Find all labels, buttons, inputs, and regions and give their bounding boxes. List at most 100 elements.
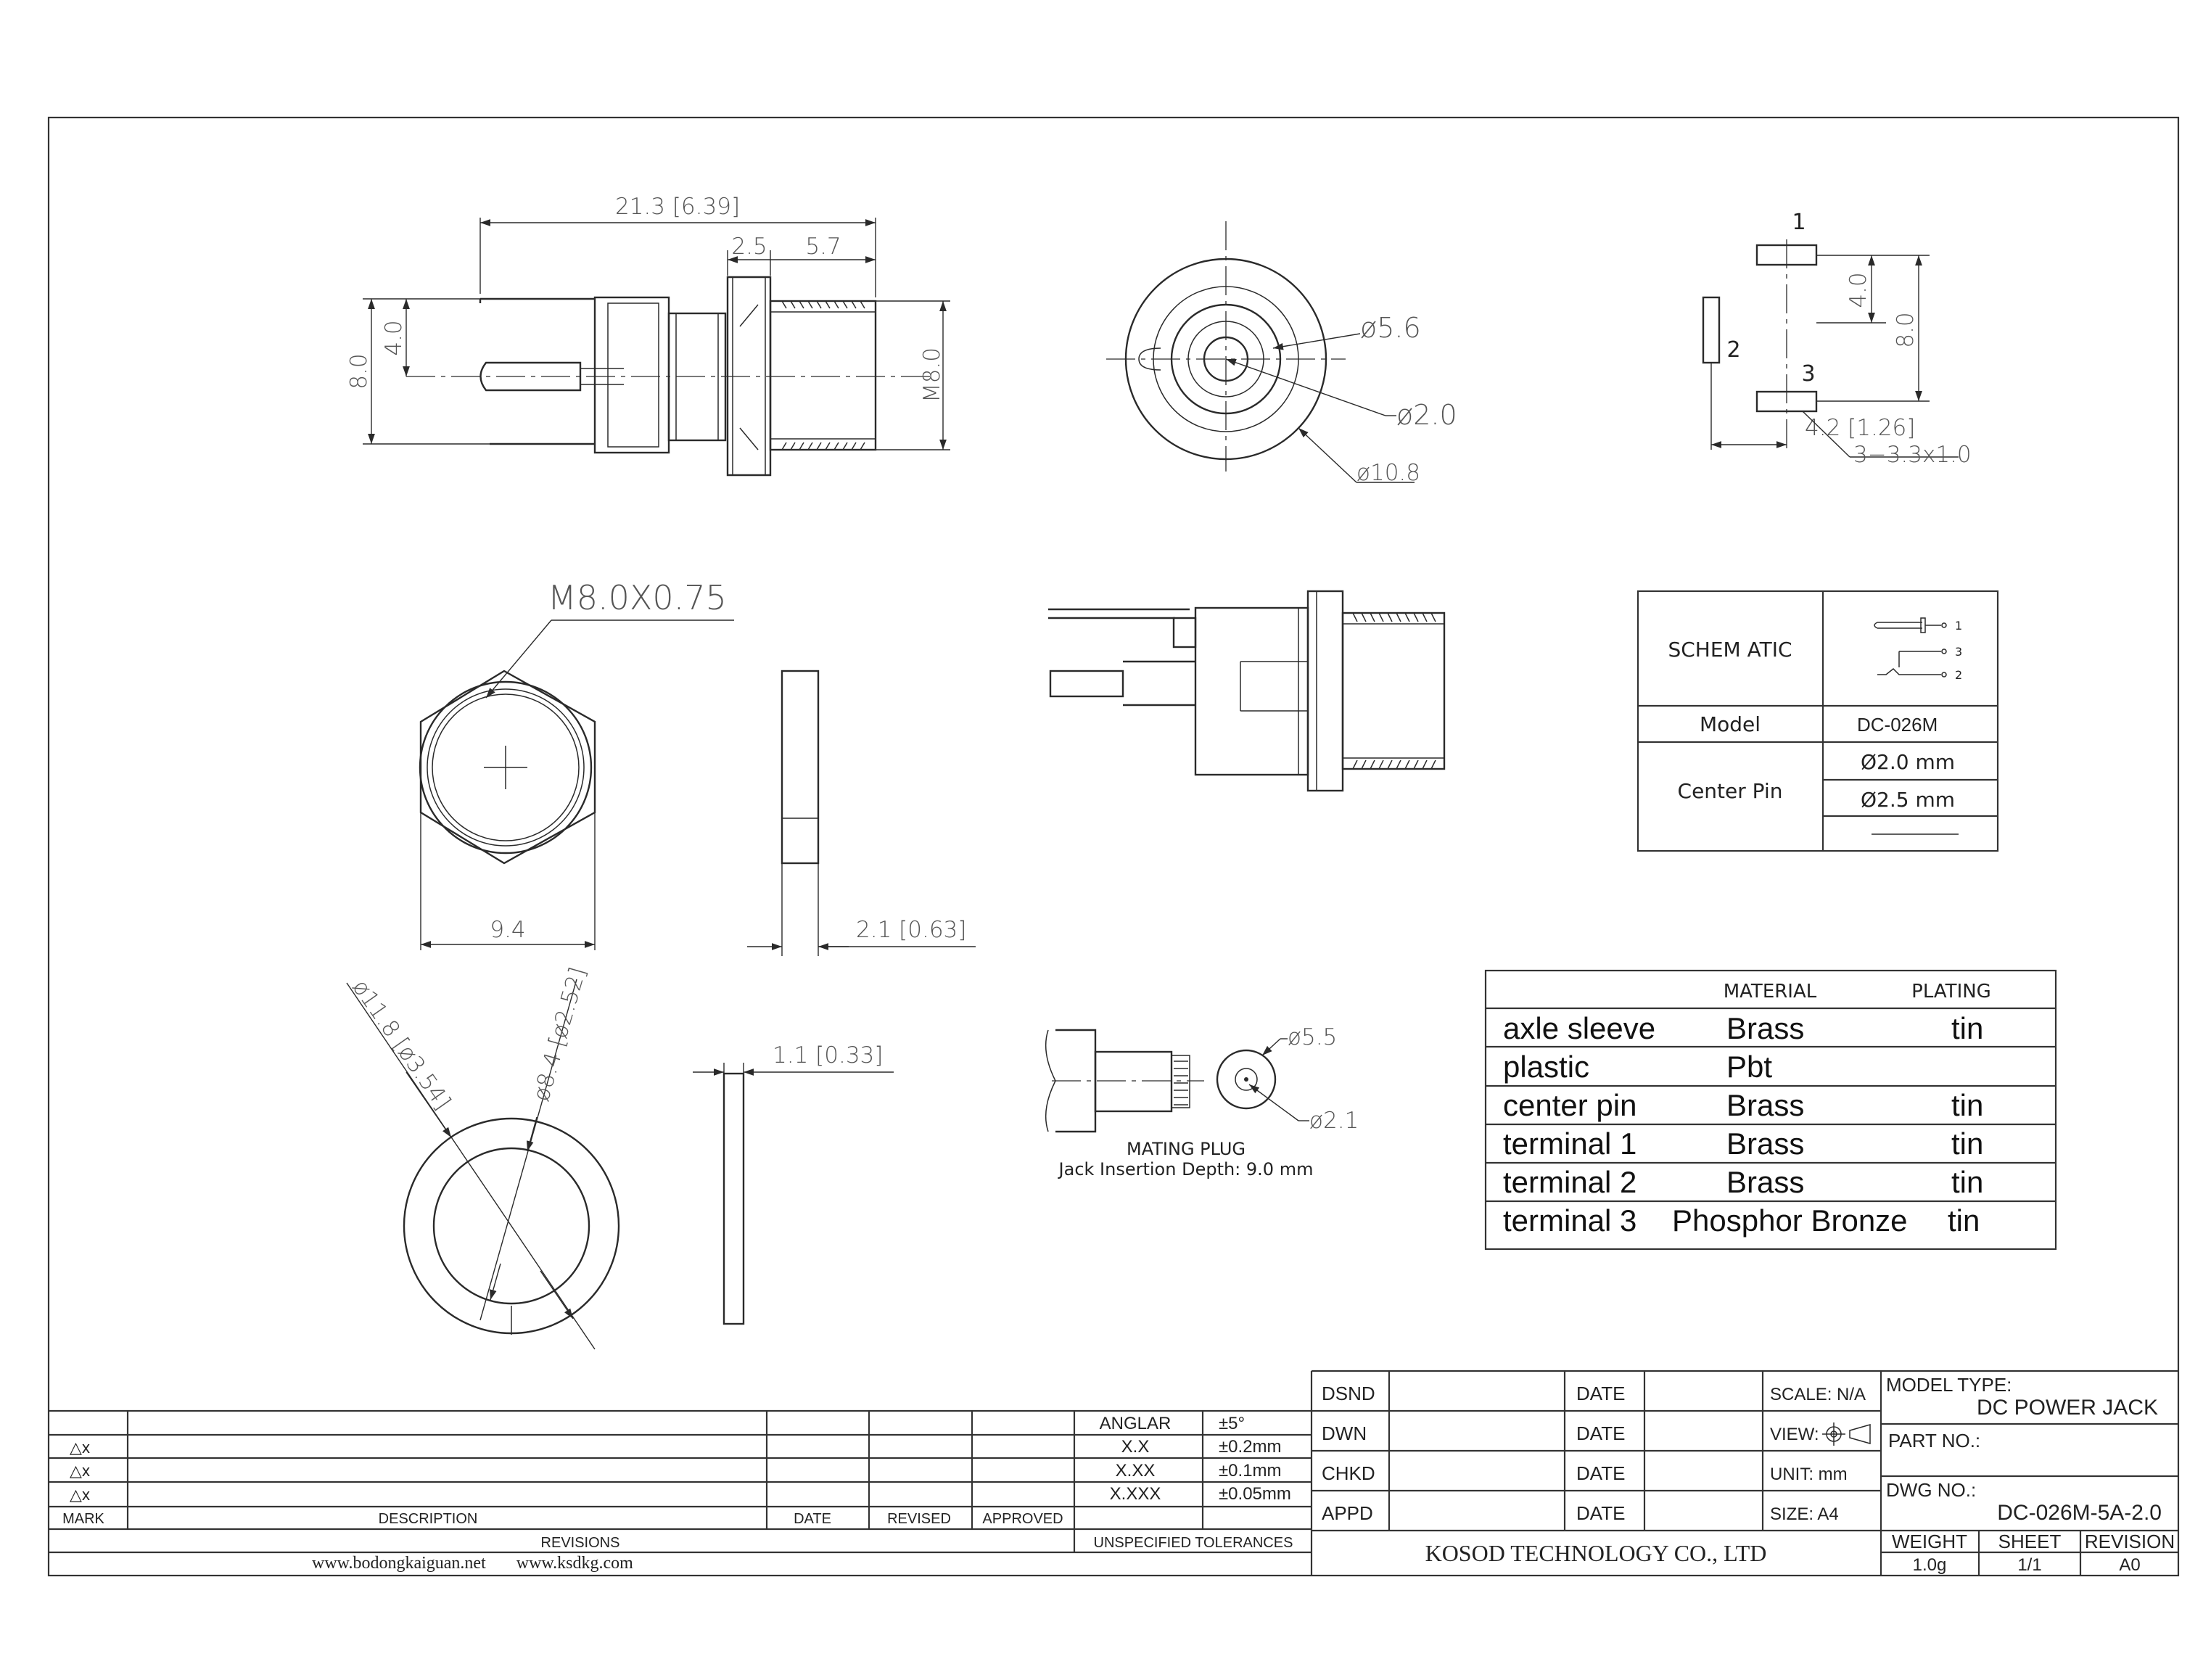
title-block: DSND DWN CHKD APPD DATE DATE DATE DATE S… [1310,1370,2178,1576]
part-name: terminal 1 [1503,1127,1636,1161]
center-pin-label: Center Pin [1678,779,1783,803]
material-row: axle sleeve Brass tin [1503,1011,1983,1045]
dim-thread-m8: M8.0 [919,347,945,403]
part-plating: tin [1951,1011,1983,1045]
date-label: DATE [1576,1383,1625,1404]
part-name: plastic [1503,1050,1589,1084]
part-plating: tin [1951,1088,1983,1122]
material-row: terminal 3 Phosphor Bronze tin [1503,1203,1980,1238]
part-name: center pin [1503,1088,1636,1122]
nut-thread-label: M8.0X0.75 [548,578,727,617]
nut-width: 9.4 [490,917,525,943]
role-chkd: CHKD [1322,1462,1375,1484]
washer-thickness: 1.1 [0.33] [773,1042,883,1068]
model-type-label: MODEL TYPE: [1886,1374,2012,1396]
material-row: terminal 2 Brass tin [1503,1165,1983,1199]
nut-front-view: M8.0X0.75 9.4 [419,578,734,950]
center-pin-option-2: Ø2.5 mm [1861,788,1955,812]
material-row: plastic Pbt [1503,1050,1772,1084]
dim-5-7: 5.7 [805,234,841,260]
dim-dia-5-6: ø5.6 [1360,312,1421,344]
date-header: DATE [794,1511,831,1527]
company-name: KOSOD TECHNOLOGY CO., LTD [1425,1540,1767,1566]
dim-4-0: 4.0 [381,320,407,355]
washer-side-view: 1.1 [0.33] [693,1042,894,1325]
front-view: ø5.6 ø2.0 ø10.8 [1106,221,1457,486]
washer-inner-dia: ø8.4 [ø2.52] [528,964,591,1104]
revisions-block: △x △x △x MARK DESCRIPTION DATE REVISED A… [49,1409,1312,1573]
pin-layout-view: 4.0 8.0 4.2 [1.26] 3−3.3x1.0 1 2 3 [1702,210,1972,468]
thread-lines [770,300,876,450]
sheet-label: SHEET [1998,1531,2062,1552]
schematic-table: SCHEM ATIC 1 3 2 Model DC-026M Center Pi… [1636,590,1999,852]
sheet-border [47,116,2180,1577]
tolerance-label: X.XXX [1110,1484,1161,1504]
part-plating: tin [1951,1127,1983,1161]
schematic-label: SCHEM ATIC [1668,638,1792,662]
revisions-footer: REVISIONS [541,1535,620,1551]
date-label: DATE [1576,1462,1625,1484]
part-no-label: PART NO.: [1888,1430,1980,1452]
washer-outer-dia: ø11.8 [ø3.54] [347,975,456,1115]
jack-side-view-detail [1048,590,1446,792]
plug-insertion-depth: Jack Insertion Depth: 9.0 mm [1058,1159,1314,1179]
part-plating: tin [1948,1203,1980,1238]
model-type-value: DC POWER JACK [1977,1396,2158,1420]
dim-8-0: 8.0 [346,353,372,389]
side-view: 21.3 [6.39] 2.5 5.7 8.0 4.0 M8.0 [346,194,950,477]
part-material: Brass [1726,1088,1804,1122]
dwg-no-label: DWG NO.: [1886,1479,1976,1501]
material-row: center pin Brass tin [1503,1088,1983,1122]
schematic-pin-3: 3 [1955,645,1962,659]
revised-header: REVISED [887,1511,951,1527]
pin-label-2: 2 [1726,337,1740,363]
model-value: DC-026M [1857,714,1938,736]
material-table: MATERIAL PLATING axle sleeve Brass tin p… [1484,969,2057,1251]
schematic-pin-2: 2 [1955,668,1962,682]
revision-label: REVISION [2085,1531,2175,1552]
dim-dia-10-8: ø10.8 [1356,460,1420,486]
weight-label: WEIGHT [1892,1531,1967,1552]
part-material: Brass [1726,1165,1804,1199]
revision-mark-3: △x [70,1486,90,1504]
date-label: DATE [1576,1422,1625,1444]
tolerance-value: ±0.05mm [1219,1484,1291,1504]
website-links: www.bodongkaiguan.net www.ksdkg.com [312,1554,633,1573]
mating-plug-view: ø5.5 ø2.1 MATING PLUG Jack Insertion Dep… [1045,1024,1359,1179]
unit-value: UNIT: mm [1770,1465,1848,1484]
projection-icon [1822,1422,1871,1446]
plug-title: MATING PLUG [1127,1139,1246,1159]
center-pin-option-1: Ø2.0 mm [1861,750,1955,774]
revision-value: A0 [2119,1555,2140,1575]
weight-value: 1.0g [1913,1555,1947,1575]
description-header: DESCRIPTION [379,1511,478,1527]
pin-dim-4-0: 4.0 [1845,272,1872,308]
pin-label-1: 1 [1792,210,1806,235]
role-appd: APPD [1322,1502,1373,1524]
part-name: terminal 3 [1503,1203,1636,1238]
tolerance-label: X.X [1121,1437,1150,1457]
date-label: DATE [1576,1502,1625,1524]
tolerance-label: ANGLAR [1100,1414,1172,1433]
part-plating: tin [1951,1165,1983,1199]
tolerance-label: X.XX [1116,1461,1156,1481]
schematic-symbol: 1 3 2 [1874,617,1962,682]
nut-side-view: 2.1 [0.63] [747,670,976,956]
pin-dim-8-0: 8.0 [1893,312,1919,347]
part-material: Phosphor Bronze [1672,1203,1908,1238]
role-dwn: DWN [1322,1422,1367,1444]
dim-dia-2-0: ø2.0 [1396,399,1457,431]
size-value: SIZE: A4 [1770,1504,1839,1524]
dwg-no-value: DC-026M-5A-2.0 [1997,1501,2162,1525]
tolerance-value: ±5° [1219,1414,1245,1433]
plug-dia-2-1: ø2.1 [1309,1108,1359,1134]
schematic-pin-1: 1 [1955,619,1962,633]
material-header: MATERIAL [1724,981,1817,1002]
scale-value: SCALE: N/A [1770,1385,1866,1404]
plug-dia-5-5: ø5.5 [1288,1024,1337,1050]
role-dsnd: DSND [1322,1383,1375,1404]
tolerances-title: UNSPECIFIED TOLERANCES [1094,1535,1293,1551]
part-name: terminal 2 [1503,1165,1636,1199]
sheet-value: 1/1 [2017,1555,2041,1575]
